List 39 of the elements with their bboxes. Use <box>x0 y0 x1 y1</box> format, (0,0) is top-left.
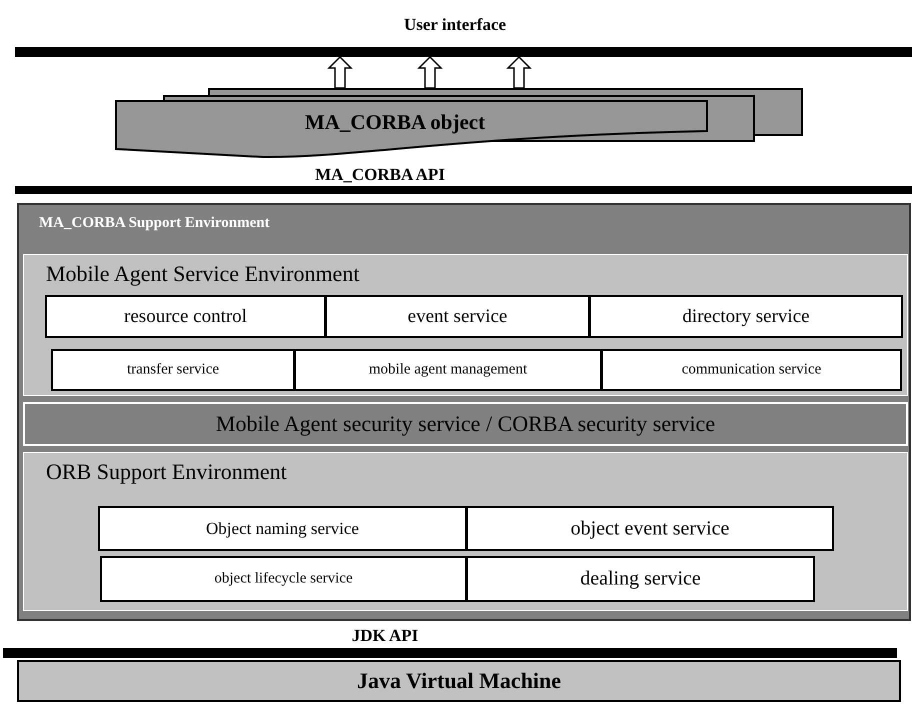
object-stack <box>115 88 803 159</box>
platform-box <box>17 660 901 702</box>
node-label: object lifecycle service <box>214 570 353 588</box>
section-heading: Mobile Agent Service Environment <box>46 261 360 287</box>
service-box <box>589 295 903 338</box>
service-box <box>294 349 602 391</box>
service-box <box>98 506 467 551</box>
node-label: transfer service <box>126 362 220 378</box>
block-arrow <box>327 56 353 89</box>
environment-panel <box>17 203 911 621</box>
node-label: Mobile Agent security service / CORBA security service <box>216 411 716 437</box>
security-band <box>23 402 908 446</box>
node-label: object event service <box>570 517 730 540</box>
node-label: resource control <box>124 306 247 328</box>
node-label: mobile agent management <box>368 362 528 378</box>
service-box <box>325 295 590 338</box>
environment-panel <box>23 452 908 611</box>
node-label: Object naming service <box>206 518 359 538</box>
service-box <box>466 556 815 602</box>
node-label: MA_CORBA object <box>304 110 486 135</box>
node-label: event service <box>408 306 508 328</box>
service-box <box>45 295 326 338</box>
environment-panel <box>23 254 908 396</box>
interface-bar <box>15 47 912 57</box>
service-box <box>466 506 834 551</box>
node-label: directory service <box>682 306 810 328</box>
node-label: Java Virtual Machine <box>356 668 562 694</box>
node-label: dealing service <box>580 568 701 590</box>
block-arrow <box>506 56 532 89</box>
node-label: communication service <box>682 362 822 378</box>
block-arrow <box>417 56 443 89</box>
layer-label: JDK API <box>352 626 418 646</box>
section-heading: ORB Support Environment <box>46 459 287 485</box>
service-box <box>100 556 467 602</box>
service-box <box>601 349 902 391</box>
layer-label: User interface <box>404 15 506 35</box>
layer-label: MA_CORBA API <box>315 165 445 185</box>
section-heading: MA_CORBA Support Environment <box>39 215 270 232</box>
service-box <box>51 349 295 391</box>
